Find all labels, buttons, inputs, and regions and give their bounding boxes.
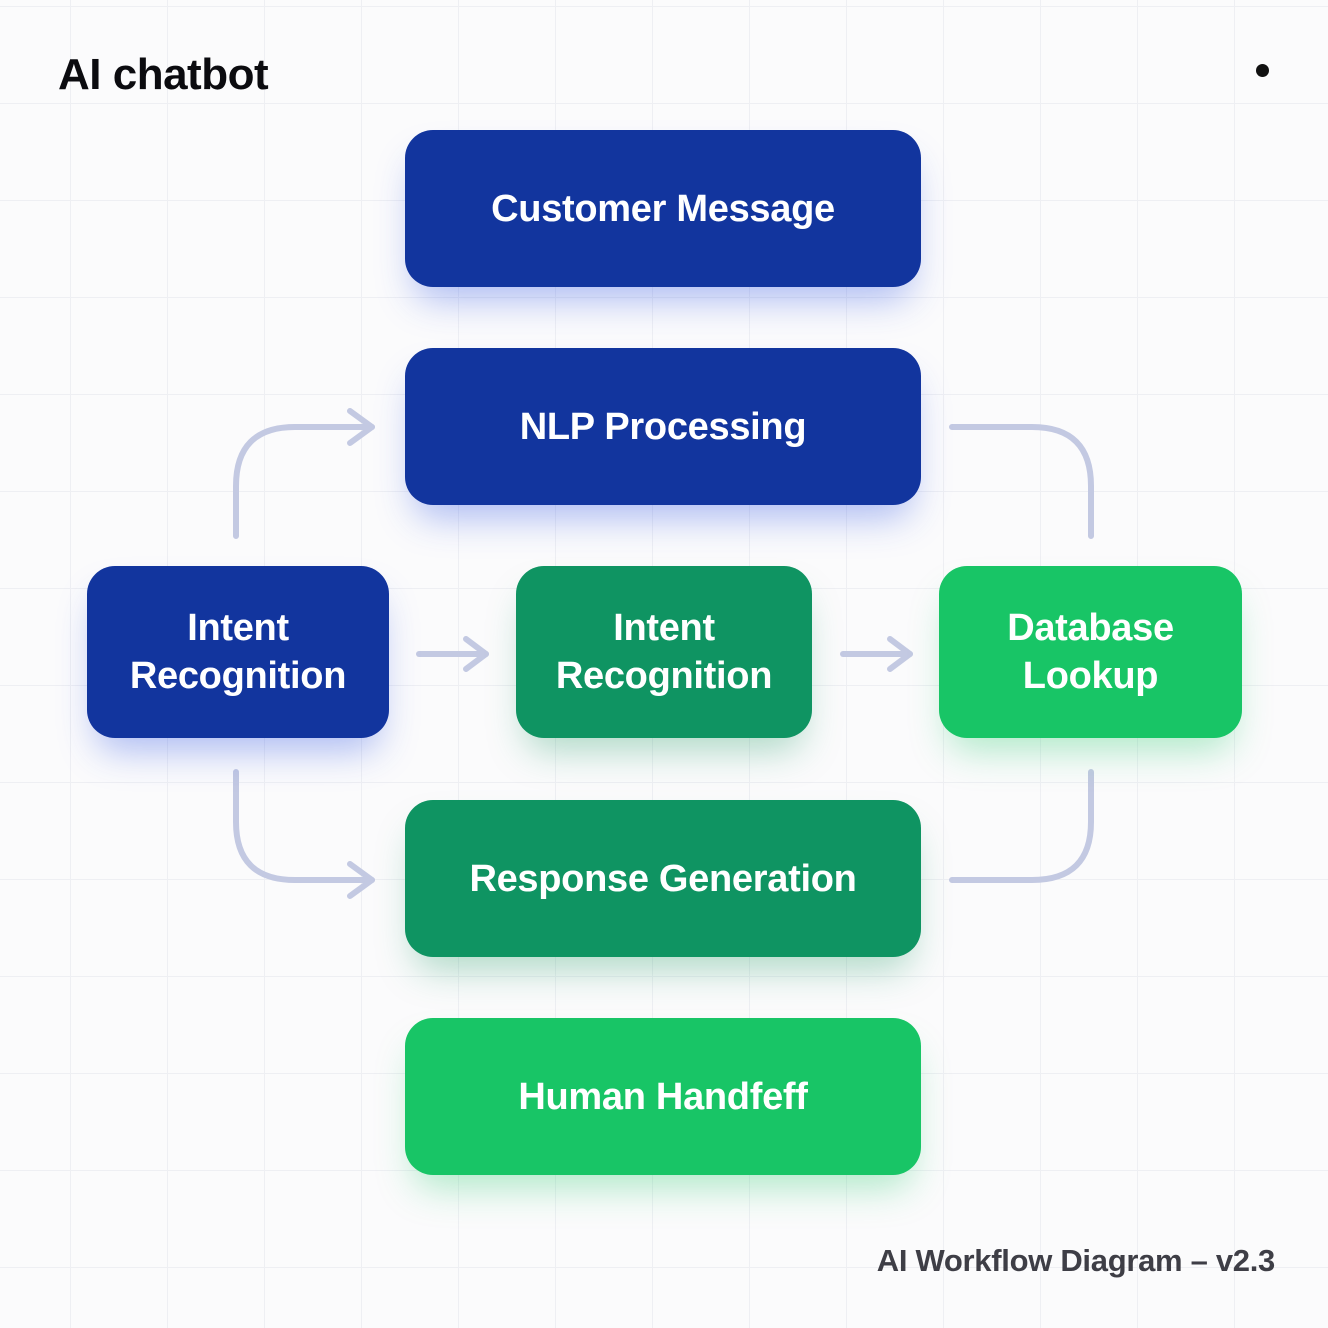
node-nlp-processing-label: NLP Processing — [519, 405, 807, 448]
arrowhead-intent-to-response — [347, 861, 375, 899]
footer-caption: AI Workflow Diagram – v2.3 — [876, 1243, 1276, 1278]
node-database-lookup[interactable]: Database Lookup — [939, 566, 1242, 738]
connector-intent-to-nlp — [233, 424, 375, 539]
node-response-generation-label: Response Generation — [469, 857, 857, 900]
node-response-generation[interactable]: Response Generation — [405, 800, 921, 957]
page-title: AI chatbot — [58, 50, 269, 99]
node-intent-recognition-center[interactable]: Intent Recognition — [516, 566, 812, 738]
arrowhead-intent-to-intent — [463, 636, 489, 672]
connector-nlp-to-database — [949, 424, 1094, 539]
node-nlp-processing[interactable]: NLP Processing — [405, 348, 921, 505]
arrowhead-intent-to-nlp — [347, 408, 375, 446]
menu-dot-icon[interactable] — [1256, 64, 1269, 77]
node-intent-recognition-center-label: Intent Recognition — [555, 607, 773, 697]
node-intent-recognition-left-label: Intent Recognition — [129, 607, 347, 697]
node-database-lookup-label: Database Lookup — [1007, 607, 1174, 697]
node-customer-message[interactable]: Customer Message — [405, 130, 921, 287]
connector-intent-to-response — [233, 769, 375, 883]
connector-database-to-response — [949, 769, 1094, 883]
node-intent-recognition-left[interactable]: Intent Recognition — [87, 566, 389, 738]
node-human-handoff[interactable]: Human Handfeff — [405, 1018, 921, 1175]
node-human-handoff-label: Human Handfeff — [518, 1075, 808, 1118]
node-customer-message-label: Customer Message — [491, 187, 835, 230]
arrowhead-intent-to-database — [887, 636, 913, 672]
